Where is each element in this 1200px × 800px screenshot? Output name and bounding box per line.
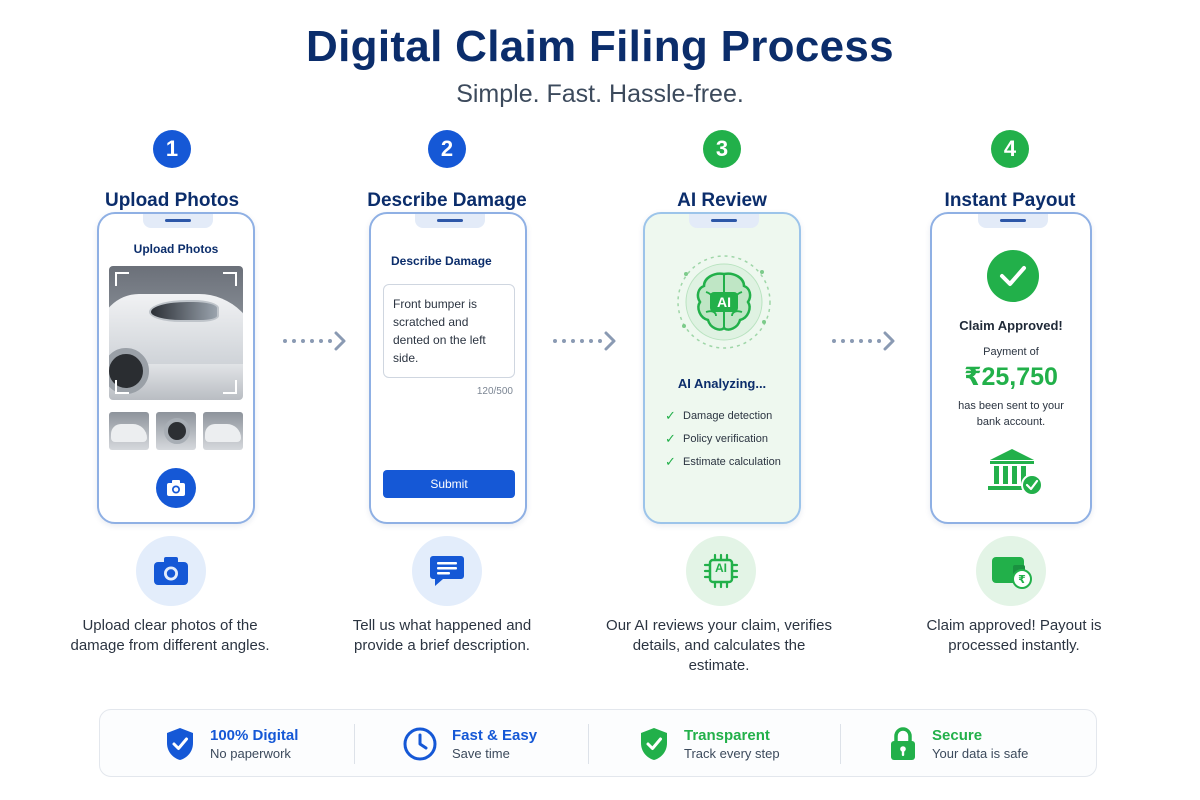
check-icon: ✓ <box>665 407 676 423</box>
svg-text:₹: ₹ <box>1018 573 1026 586</box>
step-1-description: Upload clear photos of the damage from d… <box>70 617 270 654</box>
photo-thumbnail[interactable] <box>203 412 243 450</box>
divider <box>354 724 355 764</box>
features-bar: 100% Digital No paperwork Fast & Easy Sa… <box>99 709 1097 777</box>
step-number-4: 4 <box>991 130 1029 168</box>
step-3-icon-circle: AI <box>686 536 756 606</box>
feature-title: 100% Digital <box>210 726 299 744</box>
step-title-2: Describe Damage <box>367 190 527 211</box>
frame-corner <box>115 272 129 286</box>
payout-sent-text: has been sent to your bank account. <box>958 400 1064 428</box>
step-2-description: Tell us what happened and provide a brie… <box>352 617 532 654</box>
phone-upload-photos: Upload Photos <box>97 212 255 524</box>
approved-badge <box>987 250 1039 302</box>
photo-thumbnail[interactable] <box>156 412 196 450</box>
camera-icon <box>154 557 188 585</box>
arrow-right-icon <box>553 331 616 351</box>
step-1-header: 1 Upload Photos <box>42 130 302 212</box>
page-subtitle: Simple. Fast. Hassle-free. <box>456 80 744 108</box>
feature-title: Transparent <box>684 726 770 744</box>
check-icon <box>1000 266 1026 286</box>
check-label: Damage detection <box>683 409 773 422</box>
photo-thumbnails <box>109 412 243 450</box>
check-label: Estimate calculation <box>683 455 781 468</box>
phone-notch <box>415 214 485 228</box>
camera-icon <box>167 480 185 496</box>
phone-instant-payout: Claim Approved! Payment of ₹25,750 has b… <box>930 212 1092 524</box>
page-title: Digital Claim Filing Process <box>306 22 894 71</box>
step-4-description: Claim approved! Payout is processed inst… <box>926 617 1102 654</box>
message-icon <box>430 556 464 586</box>
car-damage-photo <box>109 266 243 400</box>
feature-subtitle: No paperwork <box>210 745 291 761</box>
shield-check-icon <box>641 728 667 760</box>
step-number-1: 1 <box>153 130 191 168</box>
step-4-icon-circle: ₹ <box>976 536 1046 606</box>
ai-chip-icon <box>703 553 739 589</box>
feature-fast-easy: Fast & Easy Save time <box>402 710 537 778</box>
frame-corner <box>115 380 129 394</box>
divider <box>588 724 589 764</box>
shield-check-icon <box>167 728 193 760</box>
arrow-right-icon <box>832 331 895 351</box>
step-2-icon-circle <box>412 536 482 606</box>
check-item: ✓ Damage detection <box>665 404 781 427</box>
feature-subtitle: Your data is safe <box>932 745 1029 761</box>
camera-button[interactable] <box>156 468 196 508</box>
feature-title: Fast & Easy <box>452 726 538 744</box>
feature-secure: Secure Your data is safe <box>888 710 1028 778</box>
feature-subtitle: Save time <box>452 745 510 761</box>
phone-notch <box>143 214 213 228</box>
ai-status: AI Analyzing... <box>677 376 767 391</box>
check-icon: ✓ <box>665 453 676 469</box>
phone-notch <box>978 214 1048 228</box>
divider <box>840 724 841 764</box>
lock-icon <box>891 727 915 760</box>
frame-corner <box>223 380 237 394</box>
step-3-description: Our AI reviews your claim, verifies deta… <box>606 617 832 674</box>
phone-describe-title: Describe Damage <box>391 254 492 268</box>
feature-subtitle: Track every step <box>684 745 780 761</box>
damage-description-input[interactable]: Front bumper is scratched and dented on … <box>383 284 515 378</box>
feature-100-digital: 100% Digital No paperwork <box>164 710 298 778</box>
character-counter: 120/500 <box>476 386 513 397</box>
check-item: ✓ Policy verification <box>665 427 781 450</box>
step-number-2: 2 <box>428 130 466 168</box>
payout-amount: ₹25,750 <box>964 363 1058 391</box>
step-2-header: 2 Describe Damage <box>317 130 577 212</box>
frame-corner <box>223 272 237 286</box>
step-3-header: 3 AI Review <box>592 130 852 212</box>
step-title-3: AI Review <box>677 190 767 211</box>
ai-chip-label: AI <box>715 561 727 575</box>
clock-icon <box>403 727 437 761</box>
claim-approved-text: Claim Approved! <box>959 318 1063 333</box>
check-icon: ✓ <box>665 430 676 446</box>
phone-upload-title: Upload Photos <box>133 242 219 256</box>
step-title-1: Upload Photos <box>104 190 240 211</box>
step-4-header: 4 Instant Payout <box>880 130 1140 212</box>
arrow-right-icon <box>283 331 346 351</box>
check-label: Policy verification <box>683 432 768 445</box>
payment-of-label: Payment of <box>983 346 1039 358</box>
check-item: ✓ Estimate calculation <box>665 450 781 473</box>
step-1-icon-circle <box>136 536 206 606</box>
car-headlight <box>149 300 219 322</box>
wallet-rupee-icon: ₹ <box>992 557 1032 589</box>
step-number-3: 3 <box>703 130 741 168</box>
step-title-4: Instant Payout <box>944 190 1076 211</box>
feature-title: Secure <box>932 726 983 744</box>
ai-brain-icon <box>677 255 771 349</box>
photo-thumbnail[interactable] <box>109 412 149 450</box>
ai-check-list: ✓ Damage detection ✓ Policy verification ✓… <box>665 404 781 473</box>
phone-ai-review: AI AI Analyzing... ✓ Damage detection ✓ Po… <box>643 212 801 524</box>
phone-notch <box>689 214 759 228</box>
bank-icon <box>988 449 1043 496</box>
ai-label: AI <box>717 294 731 310</box>
phone-describe-damage: Describe Damage Front bumper is scratche… <box>369 212 527 524</box>
feature-transparent: Transparent Track every step <box>638 710 780 778</box>
submit-button[interactable]: Submit <box>383 470 515 498</box>
